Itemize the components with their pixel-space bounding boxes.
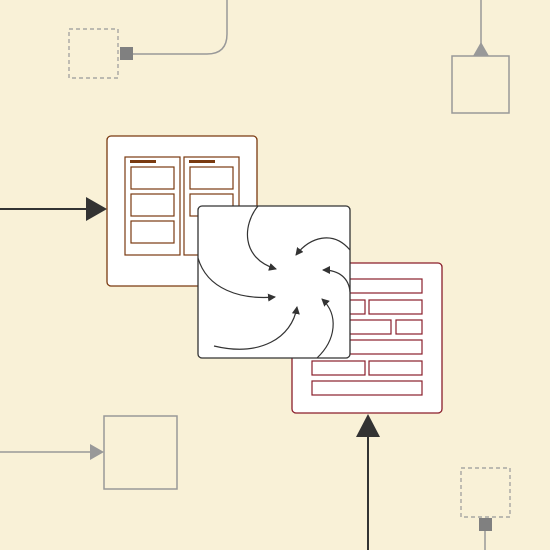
kanban-column-1 xyxy=(124,156,181,256)
swirl-arrow-1 xyxy=(246,205,277,271)
swirl-arrow-3 xyxy=(213,306,300,350)
top-left-connector xyxy=(127,0,228,55)
swirl-arrow-5 xyxy=(322,266,351,293)
bottom-right-connector-handle[interactable] xyxy=(479,518,492,531)
top-right-node-box[interactable] xyxy=(451,55,510,114)
left-input-arrow xyxy=(0,197,107,221)
bottom-input-arrow xyxy=(356,414,380,550)
top-left-dashed-box[interactable] xyxy=(68,28,119,79)
bottom-left-node-box[interactable] xyxy=(103,415,178,490)
top-right-arrowhead xyxy=(473,42,489,56)
top-right-node-group[interactable] xyxy=(451,0,510,114)
bottom-right-placeholder-group[interactable] xyxy=(460,467,511,550)
top-left-placeholder-group[interactable] xyxy=(68,0,228,79)
converging-arrows-icon[interactable] xyxy=(197,205,351,359)
swirl-arrow-4 xyxy=(316,298,334,359)
swirl-arrow-2 xyxy=(197,257,276,302)
bottom-left-node-group[interactable] xyxy=(0,415,178,490)
bottom-right-dashed-box[interactable] xyxy=(460,467,511,518)
bottom-left-arrowhead xyxy=(90,444,104,460)
swirl-card-frame xyxy=(197,205,351,359)
top-left-connector-handle[interactable] xyxy=(120,47,133,60)
swirl-arrow-6 xyxy=(295,237,351,256)
